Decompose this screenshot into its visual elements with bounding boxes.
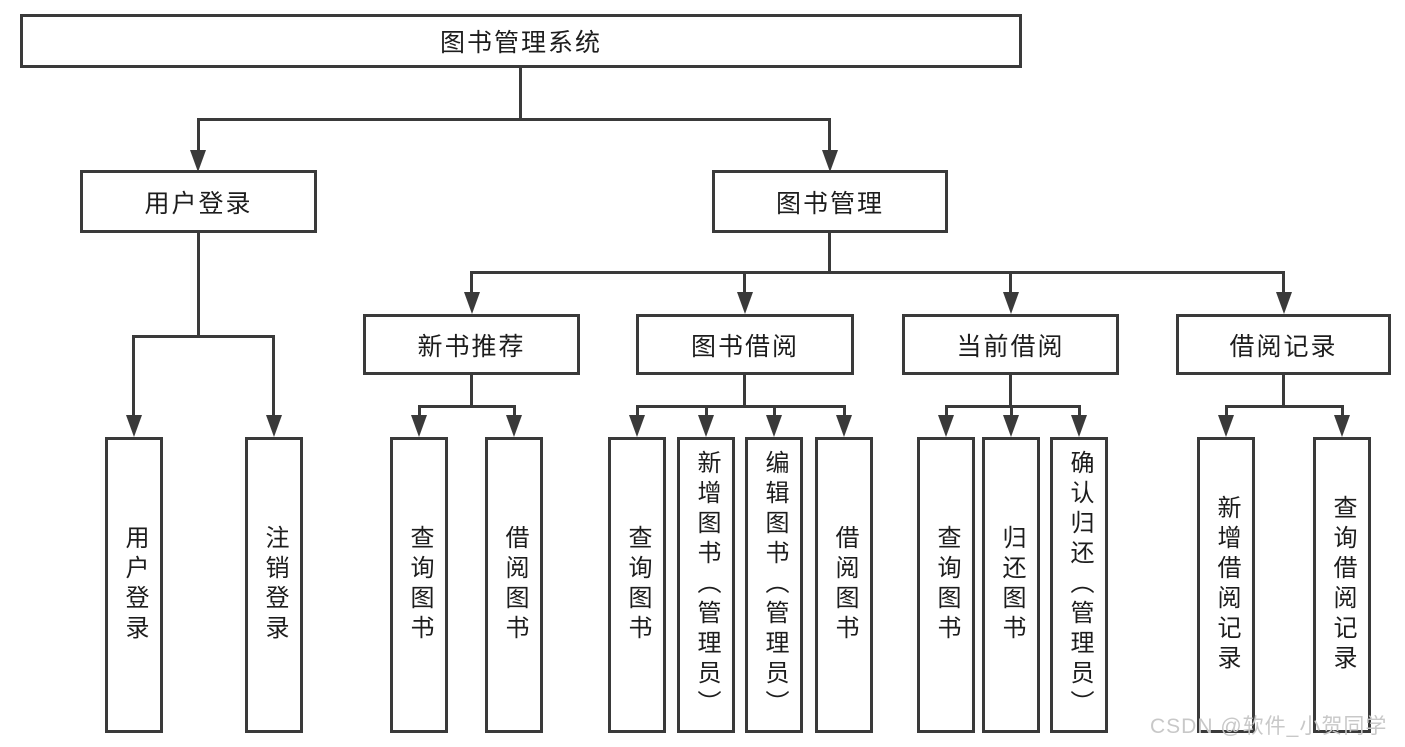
leaf-return-books-label: 归还图书 bbox=[998, 525, 1025, 645]
arrowhead-icon bbox=[1003, 292, 1019, 314]
node-book-borrow: 图书借阅 bbox=[636, 314, 854, 375]
connector-drop-leaf bbox=[1078, 405, 1081, 415]
leaf-query-books-1-label: 查询图书 bbox=[406, 525, 433, 645]
node-book-borrow-label: 图书借阅 bbox=[690, 332, 799, 361]
leaf-query-books-3-label: 查询图书 bbox=[933, 525, 960, 645]
leaf-logout: 注销登录 bbox=[245, 437, 303, 733]
node-book-mgmt-label: 图书管理 bbox=[775, 189, 884, 218]
leaf-confirm-return-admin-label: 确认归还（管理员） bbox=[1066, 450, 1093, 720]
connector-drop-leaf bbox=[1010, 405, 1013, 415]
arrowhead-icon bbox=[190, 150, 206, 172]
connector-drop-leaf bbox=[1225, 405, 1228, 415]
node-root: 图书管理系统 bbox=[20, 14, 1022, 68]
connector-drop-book-mgmt bbox=[828, 118, 831, 150]
connector-book-mgmt-trunk bbox=[828, 233, 831, 271]
connector-drop-leaf bbox=[272, 335, 275, 415]
node-current-borrow-label: 当前借阅 bbox=[956, 332, 1065, 361]
node-new-books-label: 新书推荐 bbox=[417, 332, 526, 361]
leaf-add-borrow-record: 新增借阅记录 bbox=[1197, 437, 1255, 733]
leaf-return-books: 归还图书 bbox=[982, 437, 1040, 733]
arrowhead-icon bbox=[1071, 415, 1087, 437]
arrowhead-icon bbox=[698, 415, 714, 437]
connector-drop-leaf bbox=[705, 405, 708, 415]
leaf-query-books-1: 查询图书 bbox=[390, 437, 448, 733]
leaf-edit-books-admin-label: 编辑图书（管理员） bbox=[761, 450, 788, 720]
node-book-mgmt: 图书管理 bbox=[712, 170, 948, 233]
leaf-add-borrow-record-label: 新增借阅记录 bbox=[1213, 495, 1240, 675]
arrowhead-icon bbox=[1218, 415, 1234, 437]
leaf-logout-label: 注销登录 bbox=[261, 525, 288, 645]
arrowhead-icon bbox=[1003, 415, 1019, 437]
leaf-query-books-2-label: 查询图书 bbox=[624, 525, 651, 645]
connector-root-bar bbox=[197, 118, 831, 121]
node-root-label: 图书管理系统 bbox=[439, 29, 602, 57]
connector-drop-leaf bbox=[513, 405, 516, 415]
arrowhead-icon bbox=[822, 150, 838, 172]
leaf-user-login: 用户登录 bbox=[105, 437, 163, 733]
arrowhead-icon bbox=[766, 415, 782, 437]
leaf-query-books-2: 查询图书 bbox=[608, 437, 666, 733]
connector-drop-leaf bbox=[1341, 405, 1344, 415]
connector-new-books-trunk bbox=[470, 375, 473, 405]
arrowhead-icon bbox=[836, 415, 852, 437]
leaf-borrow-books-2: 借阅图书 bbox=[815, 437, 873, 733]
arrowhead-icon bbox=[938, 415, 954, 437]
node-new-books: 新书推荐 bbox=[363, 314, 580, 375]
connector-new-books-bar bbox=[418, 405, 516, 408]
connector-drop-current-borrow bbox=[1009, 271, 1012, 292]
node-user-login-label: 用户登录 bbox=[144, 189, 253, 218]
connector-book-borrow-trunk bbox=[743, 375, 746, 405]
connector-book-borrow-bar bbox=[636, 405, 846, 408]
connector-user-login-trunk bbox=[197, 233, 200, 335]
connector-drop-leaf bbox=[418, 405, 421, 415]
leaf-edit-books-admin: 编辑图书（管理员） bbox=[745, 437, 803, 733]
connector-drop-leaf bbox=[132, 335, 135, 415]
arrowhead-icon bbox=[629, 415, 645, 437]
connector-book-mgmt-bar bbox=[470, 271, 1285, 274]
node-current-borrow: 当前借阅 bbox=[902, 314, 1119, 375]
leaf-borrow-books-1-label: 借阅图书 bbox=[501, 525, 528, 645]
connector-drop-leaf bbox=[945, 405, 948, 415]
arrowhead-icon bbox=[506, 415, 522, 437]
node-user-login: 用户登录 bbox=[80, 170, 317, 233]
arrowhead-icon bbox=[737, 292, 753, 314]
connector-borrow-records-trunk bbox=[1282, 375, 1285, 405]
node-borrow-records: 借阅记录 bbox=[1176, 314, 1391, 375]
leaf-borrow-books-2-label: 借阅图书 bbox=[831, 525, 858, 645]
leaf-user-login-label: 用户登录 bbox=[121, 525, 148, 645]
connector-current-borrow-bar bbox=[945, 405, 1081, 408]
connector-drop-leaf bbox=[636, 405, 639, 415]
leaf-query-books-3: 查询图书 bbox=[917, 437, 975, 733]
csdn-watermark: CSDN @软件_小贺同学 bbox=[1150, 715, 1388, 738]
connector-borrow-records-bar bbox=[1225, 405, 1344, 408]
connector-drop-leaf bbox=[843, 405, 846, 415]
leaf-confirm-return-admin: 确认归还（管理员） bbox=[1050, 437, 1108, 733]
connector-drop-new-books bbox=[470, 271, 473, 292]
arrowhead-icon bbox=[411, 415, 427, 437]
arrowhead-icon bbox=[126, 415, 142, 437]
connector-user-login-bar bbox=[132, 335, 275, 338]
arrowhead-icon bbox=[464, 292, 480, 314]
connector-current-borrow-trunk bbox=[1009, 375, 1012, 405]
node-borrow-records-label: 借阅记录 bbox=[1229, 332, 1338, 361]
arrowhead-icon bbox=[1276, 292, 1292, 314]
leaf-query-borrow-record-label: 查询借阅记录 bbox=[1329, 495, 1356, 675]
arrowhead-icon bbox=[266, 415, 282, 437]
connector-drop-book-borrow bbox=[743, 271, 746, 292]
leaf-query-borrow-record: 查询借阅记录 bbox=[1313, 437, 1371, 733]
connector-drop-borrow-records bbox=[1282, 271, 1285, 292]
leaf-add-books-admin: 新增图书（管理员） bbox=[677, 437, 735, 733]
connector-drop-user-login bbox=[197, 118, 200, 150]
leaf-add-books-admin-label: 新增图书（管理员） bbox=[693, 450, 720, 720]
connector-root-trunk bbox=[519, 68, 522, 118]
arrowhead-icon bbox=[1334, 415, 1350, 437]
leaf-borrow-books-1: 借阅图书 bbox=[485, 437, 543, 733]
connector-drop-leaf bbox=[773, 405, 776, 415]
